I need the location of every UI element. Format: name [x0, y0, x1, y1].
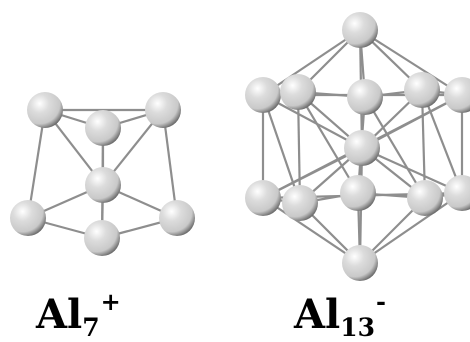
al13-minus-label: Al13-: [294, 287, 386, 342]
al13-atom: [444, 175, 470, 211]
al13-atom: [342, 245, 378, 281]
al7-subscript: 7: [82, 313, 100, 342]
al7-charge: +: [100, 287, 121, 316]
al13-cluster-model: [245, 12, 470, 281]
al7-atom: [85, 110, 121, 146]
al13-bond: [297, 91, 359, 194]
al7-atom: [84, 220, 120, 256]
al7-cluster-model: [10, 92, 195, 256]
al13-symbol: Al: [294, 291, 341, 338]
al13-bond: [262, 197, 361, 264]
al13-bond: [361, 94, 463, 149]
al13-bond: [359, 192, 463, 264]
al13-bond: [296, 91, 302, 204]
al7-bond: [26, 109, 47, 219]
al13-atom: [407, 180, 443, 216]
al13-atoms: [245, 12, 470, 281]
al13-bond: [262, 147, 363, 199]
al13-atom: [347, 79, 383, 115]
al7-plus-label: Al7+: [36, 287, 121, 342]
al7-atoms: [10, 92, 195, 256]
al13-atom: [280, 74, 316, 110]
al13-atom: [404, 72, 440, 108]
al7-atom: [145, 92, 181, 128]
al13-bond: [420, 89, 427, 199]
al13-atom: [340, 175, 376, 211]
al13-atom: [344, 130, 380, 166]
al13-atom: [342, 12, 378, 48]
al13-bond: [361, 146, 463, 195]
al13-subscript: 13: [340, 313, 376, 342]
al7-atom: [85, 167, 121, 203]
al13-atom: [444, 77, 470, 113]
al13-atom: [282, 185, 318, 221]
al7-atom: [10, 200, 46, 236]
al7-atom: [27, 92, 63, 128]
al13-bond: [261, 94, 302, 204]
al7-symbol: Al: [36, 291, 83, 338]
al13-bond: [420, 89, 464, 194]
al13-atom: [245, 77, 281, 113]
al7-atom: [159, 200, 195, 236]
al13-charge: -: [376, 287, 386, 316]
al7-bond: [161, 109, 179, 219]
al13-atom: [245, 180, 281, 216]
al13-bond: [262, 94, 363, 149]
al13-bond: [262, 29, 361, 96]
al13-bond: [359, 29, 463, 96]
al13-bond: [364, 96, 426, 199]
